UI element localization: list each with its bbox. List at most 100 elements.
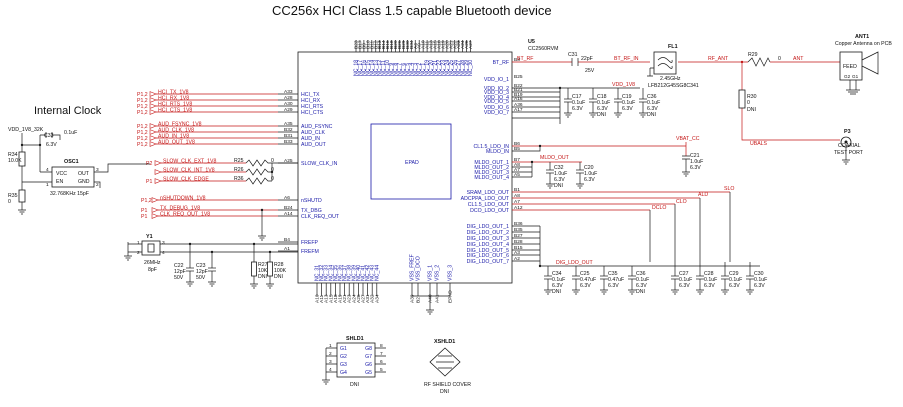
shld1-pin-g5: G5 [365,370,372,376]
resistor-value: 0 [271,158,274,164]
c33-ref: C33 [44,133,54,139]
u5-pin-hci-tx: HCI_TX [301,92,320,98]
ant1-feed-pin: FEED [843,64,857,70]
net-flag [151,213,159,219]
net-flag [149,103,157,109]
u5-top-pin-num: B13 [377,40,383,49]
u5-top-pin-nc-2: NC_2 [417,63,423,76]
resistor-r28 [267,261,273,277]
u5-pin-tx-dbg: TX_DBG [301,208,322,214]
u5-bottom-pin-num: A41 [435,294,441,303]
u5-pin-clk-req-out: CLK_REQ_OUT [301,214,340,220]
y1-pin-1: 1 [137,240,140,246]
cap-value: 0.1uF [754,277,767,283]
u5-top-pin-num: A4 [413,43,419,49]
u5-top-pin-nc-29: NC_29 [464,60,470,76]
r35-ref: R35 [8,193,18,199]
net-tag: P1,2 [137,142,148,148]
cap-ref-c34: C34 [552,271,562,277]
cap-ref-c17: C17 [572,94,582,100]
cap-voltage: 50V [196,275,206,281]
resistor-value: 0 [271,167,274,173]
u5-bottom-pin-nc-40: NC_40 [356,265,362,281]
u5-pin-num-sram-ldo-out: B1 [514,187,520,193]
cap-value: 0.1uF [552,277,565,283]
shld1-pin-g2: G2 [340,354,347,360]
u5-bottom-pin-vss-fref: VSS_FREF [410,254,416,281]
ldo-net-ald: ALD [698,192,708,198]
u5-pin-num-dig-ldo-out-5: B15 [514,245,523,251]
cap-voltage: 6.3V [754,283,765,289]
cap-ref-c22: C22 [174,263,184,269]
net-flag [149,123,157,129]
bt-rf-net: BT_RF [517,56,533,62]
u5-bottom-pin-num: EPAD [448,290,454,303]
osc1-oscillator: OSC1 VCC OUT EN GND 4 3 1 2 32.768KHz 15… [8,127,150,215]
u5-pin-num-aud-out: B33 [284,139,293,145]
u5-top-pin-num: A22 [452,40,458,49]
u5-top-pin-num: B11 [369,40,375,49]
resistor-r25 [245,159,272,167]
ldo-net-dclo: DCLO [652,205,666,211]
net-flag [149,135,157,141]
u5-pin-num-hci-tx: A33 [284,89,293,95]
shld1-ref: SHLD1 [346,336,364,342]
u5-ref: U5 [528,39,535,45]
u5-pin-nshutd: nSHUTD [301,198,322,204]
u5-pin-num-cl1-5-ldo-in: B6 [514,141,520,147]
net-clk-req-out-1v8: CLK_REQ_OUT_1V8 [160,211,210,217]
cap-value: 0.1uF [647,100,660,106]
u5-pin-dig-ldo-out-1: DIG_LDO_OUT_1 [467,224,509,230]
ground-symbol [546,183,554,189]
u5-top-pin-nc-13: NC_13 [373,60,379,76]
cap-ref-c28: C28 [704,271,714,277]
u5-bottom-pin-nc-34: NC_34 [328,265,334,281]
y1-crystal: Y1 26MHz 8pF 1 2 3 4 [124,234,298,273]
u5-pin-num-mldo-in: B5 [514,146,520,152]
c21-ref: C21 [690,153,700,159]
osc1-pin-1: 1 [46,182,49,188]
ground-symbol [721,289,729,295]
u5-pin-num-vdd-io-2: B22 [514,83,523,89]
shld1-pin-g6: G6 [365,362,372,368]
u5-top-pin-num: A19 [440,40,446,49]
cap-ref-c29: C29 [729,271,739,277]
u5-pin-mldo-in: MLDO_IN [486,149,509,155]
u5-pin-hci-rx: HCI_RX [301,98,321,104]
ldo-out-section: SLO ALD CLO DCLO [512,186,734,262]
c33-voltage: 6.3V [46,142,57,148]
ground-symbol [628,289,636,295]
xshld1-ref: XSHLD1 [434,339,455,345]
mldo-section: MLDO_OUT [512,155,582,178]
cap-voltage: 6.3V [729,283,740,289]
ldo-net-slo: SLO [724,186,734,192]
cap-voltage: 6.3V [572,106,583,112]
u5-top-pin-nc-28: NC_28 [460,60,466,76]
y1-pin-4: 4 [162,250,165,256]
osc-supply-label: VDD_1V8_32K [8,127,44,133]
ldo-net-clo: CLO [676,199,687,205]
cap-value: 1.0uF [584,171,597,177]
u5-pin-mldo-out-1: MLDO_OUT_1 [474,160,509,166]
u5-bottom-pin-num: A23 [347,294,353,303]
c33-value: 0.1uF [64,130,77,136]
junction-dot [270,170,274,174]
net-nshutdown-1v8: nSHUTDOWN_1V8 [160,195,206,201]
ground-symbol [671,289,679,295]
u5-top-pin-nc-4: NC_4 [409,63,415,76]
r29-ref: R29 [748,52,758,58]
u5-top-pin-num: B14 [381,40,387,49]
u5-top-pin-num: A24 [460,40,466,49]
u5-bottom-pin-num: A40 [428,294,434,303]
u5-pin-num-mldo-out-4: A5 [514,172,520,178]
u5-pin-num-dig-ldo-out-7: A2 [514,256,520,262]
cap-ref-c36: C36 [647,94,657,100]
u5-top-pin-nc-18: NC_18 [354,60,360,76]
cap-ref-c18: C18 [597,94,607,100]
u5-pin-adcppa-ldo-out: ADCPPA_LDO_OUT [461,196,510,202]
u5-ic: EPAD U5 CC2560RVM [297,39,558,284]
ground-symbol [186,281,194,287]
net-aud-out-1v8: AUD_OUT_1V8 [158,139,195,145]
